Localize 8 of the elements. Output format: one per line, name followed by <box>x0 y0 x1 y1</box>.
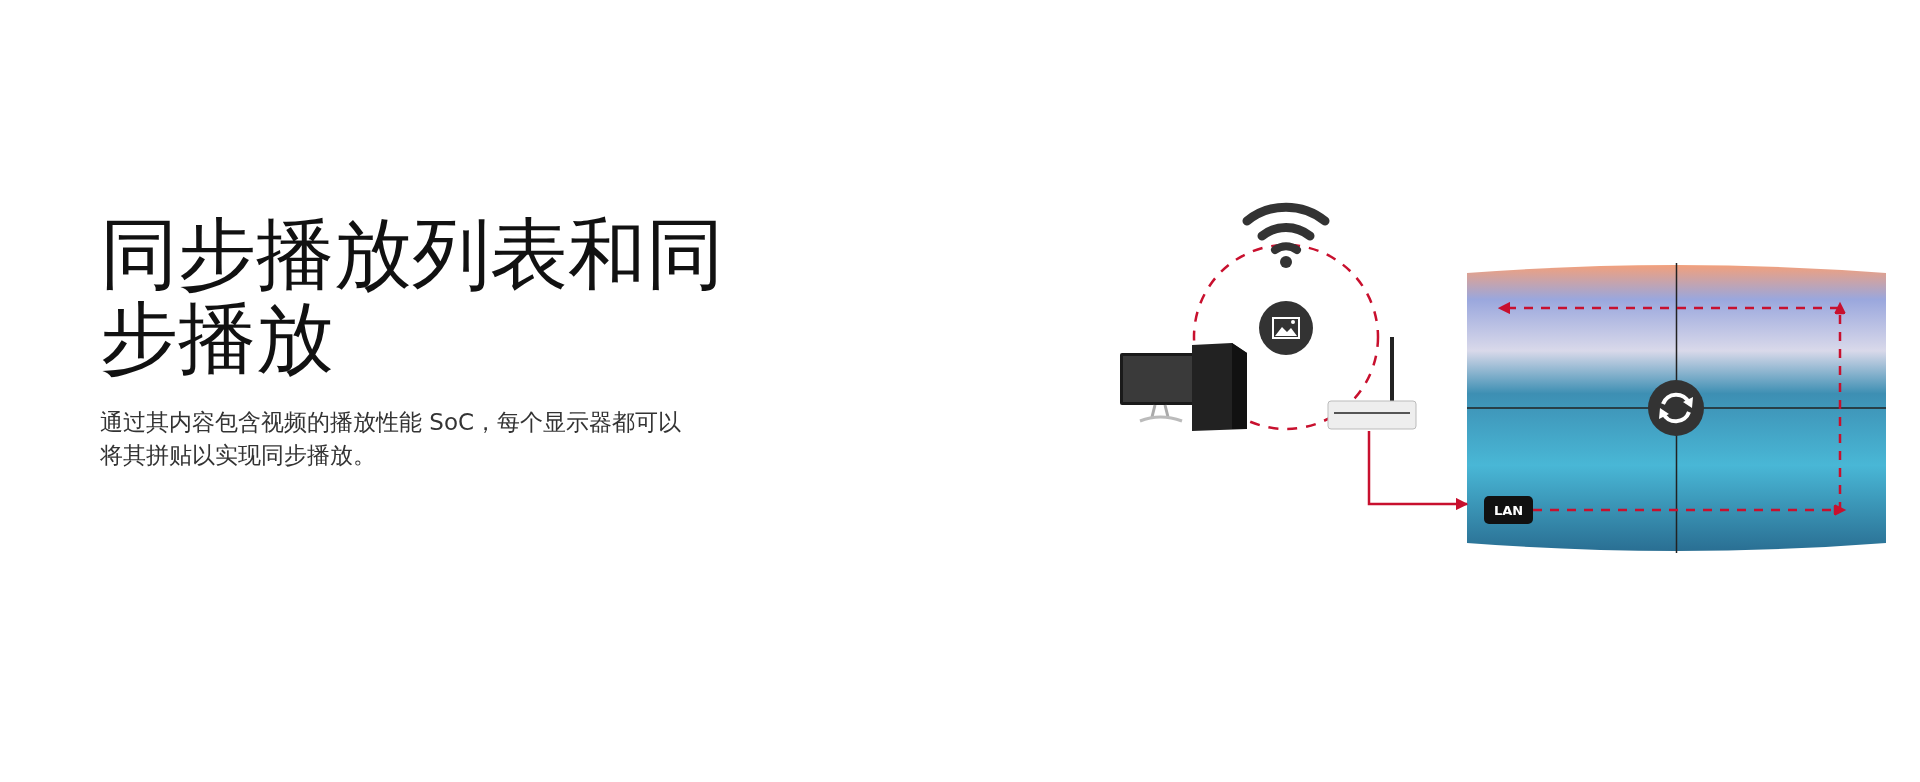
description: 通过其内容包含视频的播放性能 SoC，每个显示器都可以将其拼贴以实现同步播放。 <box>100 408 683 471</box>
computer-drawing <box>1120 343 1247 431</box>
port-label: LAN <box>1484 496 1533 524</box>
video-wall-picture <box>1467 263 1886 553</box>
connector-arrow <box>1498 302 1846 516</box>
connector-arrow <box>1367 431 1469 511</box>
router-drawing <box>1326 337 1418 431</box>
heading: 同步播放列表和同步播放 <box>100 212 725 381</box>
